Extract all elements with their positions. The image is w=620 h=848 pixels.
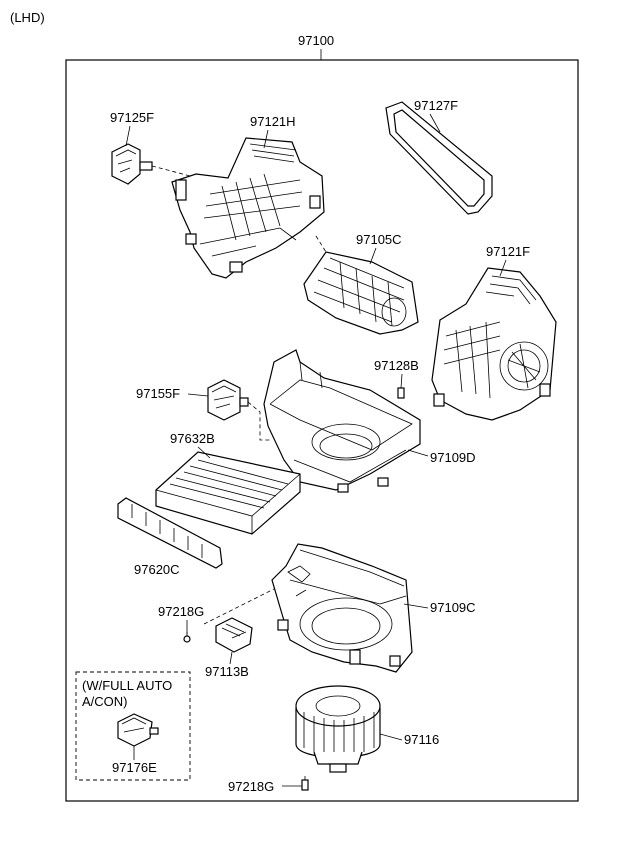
note-line-1: (W/FULL AUTO: [82, 678, 172, 693]
leader-97121H: [263, 129, 269, 149]
dash-97218G: [203, 587, 277, 625]
part-97109D-upper-case: [263, 349, 421, 493]
variant-label: (LHD): [10, 10, 45, 25]
part-label-97128B: 97128B: [374, 358, 419, 373]
part-97128B-clip: [397, 387, 405, 399]
assembly-number: 97100: [298, 33, 334, 48]
dash-97125F: [151, 165, 199, 179]
part-label-97218G-upper: 97218G: [158, 604, 204, 619]
part-label-97105C: 97105C: [356, 232, 402, 247]
part-97125F-actuator: [111, 143, 153, 185]
part-97176E-module: [117, 713, 159, 747]
leader-97105C: [369, 247, 377, 265]
part-97121H-case: [171, 137, 325, 279]
part-label-97176E: 97176E: [112, 760, 157, 775]
leader-97127F: [429, 113, 441, 133]
optional-equipment-box: [75, 671, 191, 781]
dash-97105C: [315, 235, 327, 253]
part-97121F-case: [431, 267, 557, 421]
part-97105C-evaporator: [303, 251, 419, 335]
part-97127F-gasket: [385, 101, 493, 215]
leader-97155F: [187, 393, 209, 397]
leader-97632B: [197, 446, 211, 459]
part-label-97109C: 97109C: [430, 600, 476, 615]
part-label-97155F: 97155F: [136, 386, 180, 401]
part-97155F-actuator: [207, 379, 249, 421]
assembly-frame: [65, 59, 579, 802]
leader-97109C: [403, 603, 429, 609]
note-line-2: A/CON): [82, 694, 128, 709]
leader-97116: [379, 733, 403, 741]
part-label-97116: 97116: [404, 732, 439, 747]
part-label-97218G-lower: 97218G: [228, 779, 274, 794]
leader-97109D: [407, 449, 429, 457]
part-97109C-lower-case: [271, 543, 413, 673]
leader-97125F: [125, 125, 131, 147]
part-97218G-screw-upper: [183, 632, 191, 643]
part-label-97121H: 97121H: [250, 114, 296, 129]
leader-97113B: [229, 651, 233, 665]
part-label-97121F: 97121F: [486, 244, 530, 259]
leader-97128B: [400, 373, 403, 389]
leader-97121F: [499, 259, 507, 277]
part-97218G-screw-lower: [301, 776, 309, 791]
part-label-97620C: 97620C: [134, 562, 180, 577]
part-label-97127F: 97127F: [414, 98, 458, 113]
part-97116-blower-motor: [295, 685, 381, 773]
part-label-97125F: 97125F: [110, 110, 154, 125]
dash-97155F: [247, 401, 270, 441]
part-label-97632B: 97632B: [170, 431, 215, 446]
part-97632B-air-filter: [155, 451, 301, 535]
part-97620C-filter-cover: [117, 497, 223, 569]
part-label-97109D: 97109D: [430, 450, 476, 465]
part-label-97113B: 97113B: [205, 664, 249, 679]
part-97113B-resistor: [215, 617, 253, 653]
